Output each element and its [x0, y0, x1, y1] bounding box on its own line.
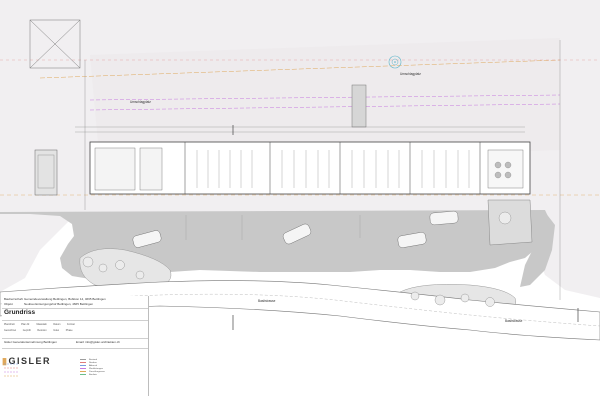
- main-building: [89, 141, 531, 195]
- car-2: [282, 223, 312, 245]
- meta-cell: Planinhalt: [4, 323, 15, 326]
- legend-label: Abbruch: [89, 364, 98, 367]
- utility-line-magenta-1: [89, 94, 561, 101]
- legend-label: Neubau: [89, 361, 97, 364]
- north-marker: [29, 19, 81, 69]
- road-label: Basitstrasse: [258, 299, 276, 303]
- legend-line-samples: [4, 363, 18, 377]
- area-label-top-right: Umschlagplatz: [400, 72, 421, 76]
- silo: [351, 84, 367, 128]
- utility-line-orange-1: [39, 59, 561, 79]
- legend-label: Werkleitungen: [89, 367, 103, 370]
- legend-swatch: [80, 370, 86, 373]
- company-name: GISLER: [8, 356, 51, 366]
- legend-swatch: [80, 361, 86, 364]
- island-top-right: [487, 199, 533, 246]
- meta-cell: Index: [53, 329, 60, 332]
- contact-line: Email: info@gisler-architekten.ch: [76, 340, 120, 344]
- island-left: [79, 248, 172, 290]
- legend-swatch: [80, 358, 86, 361]
- legend-swatch: [80, 367, 86, 370]
- meta-cell: Phase: [65, 329, 73, 332]
- meta-cell: Revision: [37, 329, 47, 332]
- car-3: [397, 232, 427, 248]
- area-label-top-left: Umschlagplatz: [130, 100, 151, 104]
- legend-label: Bestand: [89, 358, 98, 361]
- divider: [2, 348, 148, 349]
- cars: [132, 210, 459, 248]
- object-value: Neubau Entsorgungshof Bettlingen, 4665 B…: [24, 302, 94, 306]
- car-4: [429, 210, 459, 226]
- legend-label: Parzellengrenze: [89, 370, 105, 373]
- meta-cell: Massstab: [36, 323, 47, 326]
- legend-row: Werkleitungen: [80, 367, 140, 370]
- logo-mark: ▮: [2, 356, 9, 366]
- upper-field: [90, 38, 560, 165]
- title-block: Bauherrschaft Gemeindeverwaltung Bettlin…: [2, 296, 149, 396]
- legend-label: Baulinie: [89, 373, 97, 376]
- building-bins: [494, 161, 512, 179]
- legend: Bestand Neubau Abbruch Werkleitungen Par…: [80, 358, 140, 376]
- meta-cell: Format: [67, 323, 75, 326]
- parking-lines: [185, 215, 361, 240]
- meta-row-1: Planinhalt Plan-Nr. Massstab Datum Forma…: [4, 323, 81, 326]
- meta-cell: Gezeichnet: [4, 329, 17, 332]
- car-1: [132, 230, 162, 248]
- survey-point: [388, 55, 402, 69]
- meta-cell: Plan-Nr.: [21, 323, 30, 326]
- legend-row: Neubau: [80, 361, 140, 364]
- client-key: Bauherrschaft: [4, 297, 23, 301]
- legend-row: Abbruch: [80, 364, 140, 367]
- legend-swatch: [80, 373, 86, 376]
- utility-line-magenta-2: [89, 103, 561, 111]
- object-key: Objekt: [4, 302, 13, 306]
- divider: [2, 308, 148, 309]
- client-value: Gemeindeverwaltung Bettlingen, Bubikon 1…: [24, 297, 106, 301]
- trees: [82, 211, 512, 307]
- company-logo: ▮GISLER: [2, 356, 51, 367]
- meta-cell: Datum: [53, 323, 61, 326]
- truck-left: [34, 149, 58, 196]
- section-markers: [232, 125, 579, 330]
- paved-yard-right: [490, 212, 555, 287]
- building-bays: [196, 150, 470, 188]
- meta-cell: Geprüft: [22, 329, 31, 332]
- road-label-right: Basitstrasse: [505, 319, 523, 323]
- divider: [2, 338, 148, 339]
- legend-row: Parzellengrenze: [80, 370, 140, 373]
- meta-row-2: Gezeichnet Geprüft Revision Index Phase: [4, 329, 79, 332]
- divider: [2, 320, 148, 321]
- legend-row: Bestand: [80, 358, 140, 361]
- address-line: Gisler Generalunternehmung Bettlingen: [4, 340, 57, 344]
- legend-swatch: [80, 364, 86, 367]
- drawing-title: Grundriss: [4, 309, 36, 316]
- legend-row: Baulinie: [80, 373, 140, 376]
